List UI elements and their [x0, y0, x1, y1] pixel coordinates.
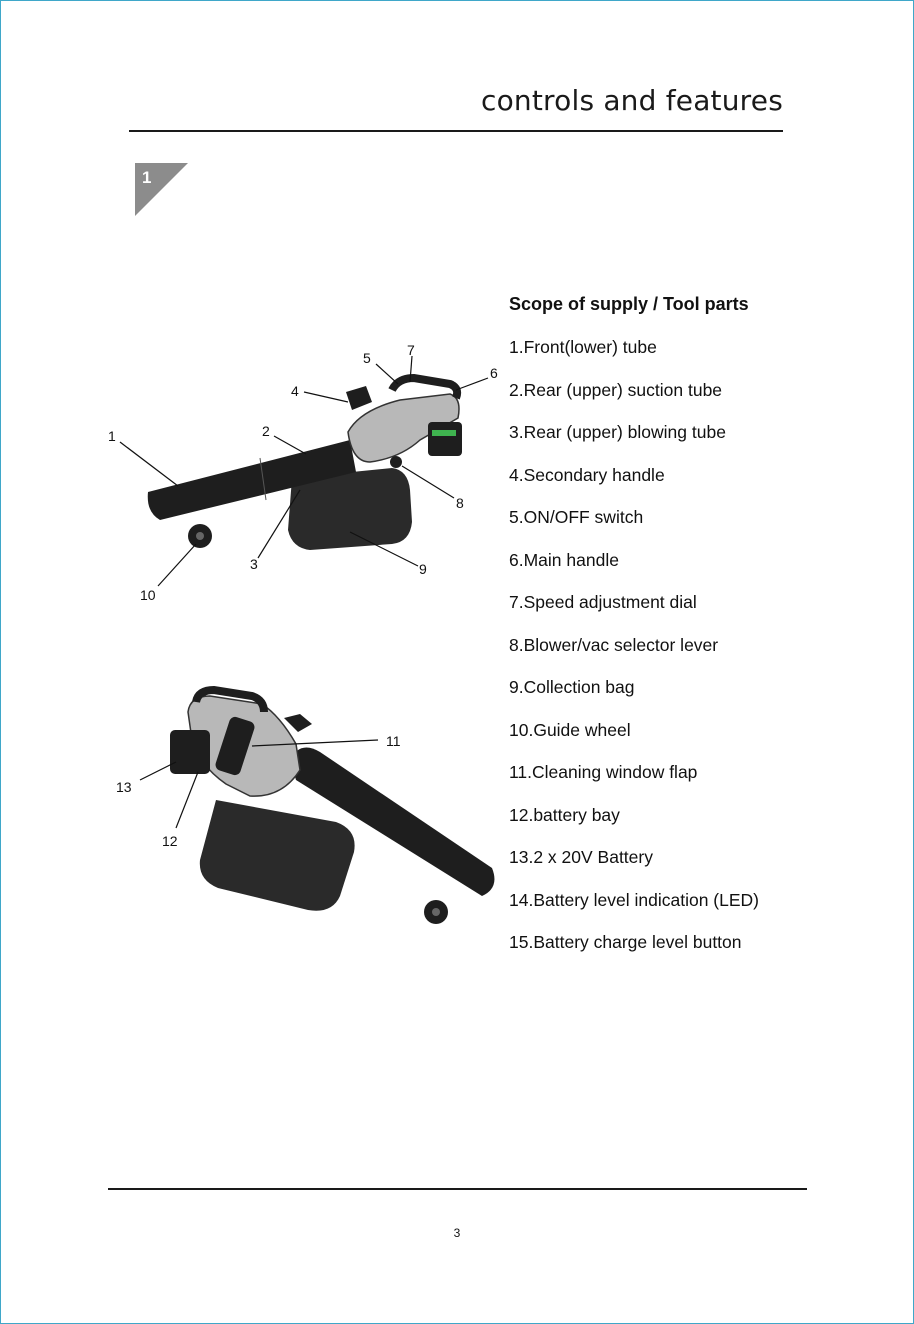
list-item: 6.Main handle	[509, 549, 619, 570]
list-item: 13.2 x 20V Battery	[509, 847, 653, 867]
secondary-handle-shape	[346, 386, 372, 410]
page-title: controls and features	[480, 84, 783, 117]
list-item: 15.Battery charge level button	[509, 932, 742, 952]
bottom-tool-illustration: 11 12 13	[116, 685, 495, 924]
callout-12: 12	[162, 833, 178, 849]
list-item: 14.Battery level indication (LED)	[509, 889, 759, 910]
callout-5: 5	[363, 350, 371, 366]
collection-bag-shape-2	[199, 800, 355, 911]
callout-4: 4	[291, 383, 299, 399]
callout-13: 13	[116, 779, 132, 795]
top-tool-illustration: 1 2 3 4 5 7 6 8 9 10	[108, 342, 498, 603]
battery-shape	[428, 422, 462, 456]
main-handle-shape	[388, 373, 462, 400]
callout-9: 9	[419, 561, 427, 577]
motor-housing-shape	[347, 393, 460, 463]
parts-heading: Scope of supply / Tool parts	[509, 294, 749, 314]
callout-10: 10	[140, 587, 156, 603]
list-item: 7.Speed adjustment dial	[509, 592, 697, 612]
list-item: 4.Secondary handle	[509, 464, 665, 485]
collection-bag-shape	[288, 468, 412, 550]
front-tube-shape	[147, 440, 356, 520]
callout-1: 1	[108, 428, 116, 444]
tube-shape-2	[290, 747, 495, 896]
list-item: 3.Rear (upper) blowing tube	[509, 422, 726, 442]
list-item: 5.ON/OFF switch	[509, 507, 644, 527]
callout-6: 7	[407, 342, 415, 358]
list-item: 2.Rear (upper) suction tube	[509, 379, 723, 400]
list-item: 11.Cleaning window flap	[509, 762, 698, 782]
list-item: 9.Collection bag	[509, 677, 635, 697]
page-number: 3	[453, 1226, 461, 1240]
callout-2: 2	[262, 423, 270, 439]
parts-list: 1.Front(lower) tube 2.Rear (upper) sucti…	[509, 337, 759, 975]
battery-shape-2	[170, 730, 210, 774]
cleaning-flap-shape	[215, 716, 255, 776]
header-divider	[129, 130, 783, 132]
callout-7: 6	[490, 365, 498, 381]
footer-divider	[108, 1188, 807, 1190]
list-item: 8.Blower/vac selector lever	[509, 634, 719, 655]
section-badge	[135, 163, 188, 216]
list-item: 1.Front(lower) tube	[509, 337, 657, 357]
section-number: 1	[142, 168, 152, 187]
callout-11: 11	[386, 733, 401, 749]
list-item: 12.battery bay	[509, 804, 620, 825]
callout-3: 3	[250, 556, 258, 572]
callout-8: 8	[456, 495, 464, 511]
list-item: 10.Guide wheel	[509, 719, 631, 740]
